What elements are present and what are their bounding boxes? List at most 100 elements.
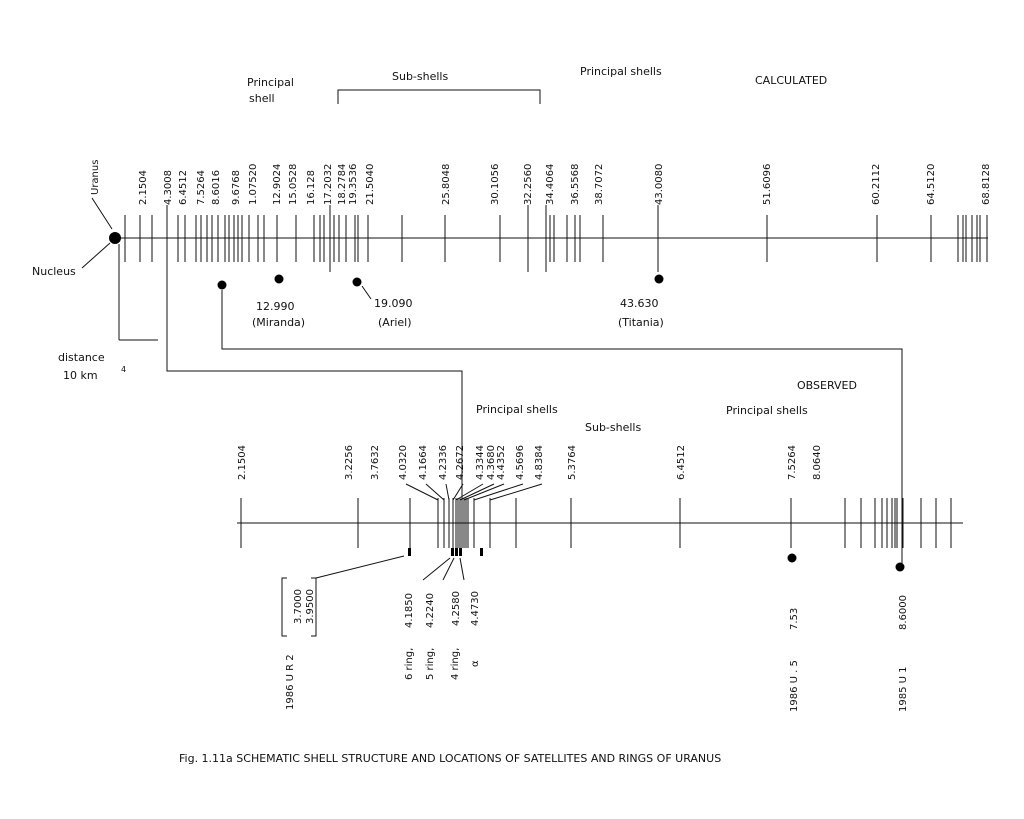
calculated-tick-label: 25.8048 bbox=[441, 164, 452, 205]
observed-tick-label: 4.4352 bbox=[496, 445, 507, 480]
calculated-tick-label: 38.7072 bbox=[594, 164, 605, 205]
observed-label-leader bbox=[405, 483, 439, 501]
u1-dot bbox=[895, 562, 905, 572]
sub-shells-label-top: Sub-shells bbox=[392, 70, 448, 83]
observed-tick-label: 4.0320 bbox=[398, 445, 409, 480]
ariel-dot bbox=[352, 277, 362, 287]
observed-bottom-value: 4.2580 bbox=[451, 591, 462, 626]
ring6-leader bbox=[422, 557, 451, 581]
observed-tick-label: 4.3344 bbox=[475, 445, 486, 480]
principal-shells-label-obs-1: Principal shells bbox=[476, 403, 558, 416]
principal-shells-label-obs-2: Principal shells bbox=[726, 404, 808, 417]
calculated-tick-label: 4.3008 bbox=[163, 170, 174, 205]
ring4-marker bbox=[459, 548, 462, 556]
ur2-bracket-left bbox=[281, 577, 287, 637]
u5-dot bbox=[787, 553, 797, 563]
observed-tick-label: 4.2336 bbox=[438, 445, 449, 480]
observed-bottom-value: 4.2240 bbox=[425, 593, 436, 628]
observed-range-dot bbox=[217, 280, 227, 290]
calculated-title: CALCULATED bbox=[755, 74, 827, 87]
observed-tick-label: 3.2256 bbox=[344, 445, 355, 480]
calculated-tick-label: 34.4064 bbox=[545, 164, 556, 205]
observed-bottom-value: 3.7000 bbox=[293, 589, 304, 624]
figure-caption: Fig. 1.11a SCHEMATIC SHELL STRUCTURE AND… bbox=[179, 752, 721, 765]
principal-shells-label-top: Principal shells bbox=[580, 65, 662, 78]
ariel-pointer bbox=[361, 285, 372, 300]
calculated-tick-label: 68.8128 bbox=[981, 164, 992, 205]
observed-label-leader bbox=[473, 483, 524, 501]
observed-bottom-value: 4.4730 bbox=[470, 591, 481, 626]
calculated-tick-label: 64.5120 bbox=[926, 164, 937, 205]
calculated-tick-label: 15.0528 bbox=[288, 164, 299, 205]
principal-shell-label-1: Principal bbox=[247, 76, 294, 89]
ring5-marker bbox=[455, 548, 458, 556]
observed-tick-label: 5.3764 bbox=[567, 445, 578, 480]
connector-lower-bound bbox=[166, 260, 463, 518]
observed-bottom-name: 5 ring, bbox=[425, 648, 436, 680]
principal-shell-label-2: shell bbox=[249, 92, 275, 105]
sub-shells-label-obs: Sub-shells bbox=[585, 421, 641, 434]
calculated-tick-label: 36.5568 bbox=[570, 164, 581, 205]
observed-label-leader bbox=[445, 483, 450, 501]
ariel-name: (Ariel) bbox=[378, 316, 412, 329]
calculated-tick-label: 12.9024 bbox=[272, 164, 283, 205]
observed-bottom-name: 4 ring, bbox=[450, 648, 461, 680]
calculated-tick-label: 17.2032 bbox=[323, 164, 334, 205]
sub-shells-bracket bbox=[337, 89, 541, 104]
calculated-tick-label: 6.4512 bbox=[178, 170, 189, 205]
observed-tick-label: 4.5696 bbox=[515, 445, 526, 480]
observed-bottom-name: 6 ring, bbox=[404, 648, 415, 680]
observed-label-leader bbox=[455, 483, 484, 501]
distance-exponent: 4 bbox=[121, 365, 126, 374]
observed-tick-label: 4.8384 bbox=[534, 445, 545, 480]
observed-bottom-name: 1986 U . 5 bbox=[789, 660, 800, 712]
observed-label-leader bbox=[463, 483, 505, 501]
calculated-tick-labels: 2.1504 4.3008 6.4512 7.5264 8.6016 9.6768 1.07… bbox=[138, 164, 992, 205]
nucleus-label: Nucleus bbox=[32, 265, 76, 278]
observed-bottom-value: 7.53 bbox=[789, 608, 800, 630]
calculated-tick-label: 7.5264 bbox=[196, 170, 207, 205]
calculated-tick-label: 51.6096 bbox=[762, 164, 773, 205]
ur2-marker bbox=[408, 548, 411, 556]
observed-tick-label: 4.2672 bbox=[455, 445, 466, 480]
alpha-ring-marker bbox=[480, 548, 483, 556]
calculated-tick-label: 1.07520 bbox=[248, 164, 259, 205]
ur2-bracket-right bbox=[311, 577, 317, 637]
nucleus-marker bbox=[109, 232, 121, 244]
connector-upper-bound bbox=[221, 290, 903, 568]
observed-bottom-name: 1985 U 1 bbox=[898, 667, 909, 713]
observed-bottom-value: 3.9500 bbox=[305, 589, 316, 624]
ring5-leader bbox=[442, 557, 455, 581]
titania-dot bbox=[654, 274, 664, 284]
titania-name: (Titania) bbox=[618, 316, 664, 329]
calculated-tick-label: 18.2784 bbox=[337, 164, 348, 205]
observed-ticks bbox=[240, 498, 952, 548]
observed-bottom-value: 8.6000 bbox=[898, 595, 909, 630]
observed-bottom-value: 4.1850 bbox=[404, 593, 415, 628]
calculated-tick-label: 43.0080 bbox=[654, 164, 665, 205]
distance-unit: 10 km bbox=[63, 369, 98, 382]
ariel-value: 19.090 bbox=[374, 297, 413, 310]
observed-tick-label: 3.7632 bbox=[370, 445, 381, 480]
calculated-tick-label: 19.3536 bbox=[348, 164, 359, 205]
observed-tick-leaders bbox=[405, 483, 543, 501]
ur2-leader bbox=[315, 555, 405, 579]
observed-bottom-name: α bbox=[470, 660, 481, 667]
calculated-tick-label: 30.1056 bbox=[490, 164, 501, 205]
miranda-dot bbox=[274, 274, 284, 284]
calculated-tick-label: 60.2112 bbox=[871, 164, 882, 205]
miranda-value: 12.990 bbox=[256, 300, 295, 313]
calculated-tick-label: 32.2560 bbox=[523, 164, 534, 205]
observed-title: OBSERVED bbox=[797, 379, 857, 392]
ring6-marker bbox=[451, 548, 454, 556]
ring4-leader bbox=[459, 557, 465, 581]
calculated-tick-label: 8.6016 bbox=[211, 170, 222, 205]
observed-tick-label: 4.3680 bbox=[486, 445, 497, 480]
calculated-tick-label: 9.6768 bbox=[231, 170, 242, 205]
calculated-tick-label: 2.1504 bbox=[138, 170, 149, 205]
observed-tick-label: 7.5264 bbox=[787, 445, 798, 480]
